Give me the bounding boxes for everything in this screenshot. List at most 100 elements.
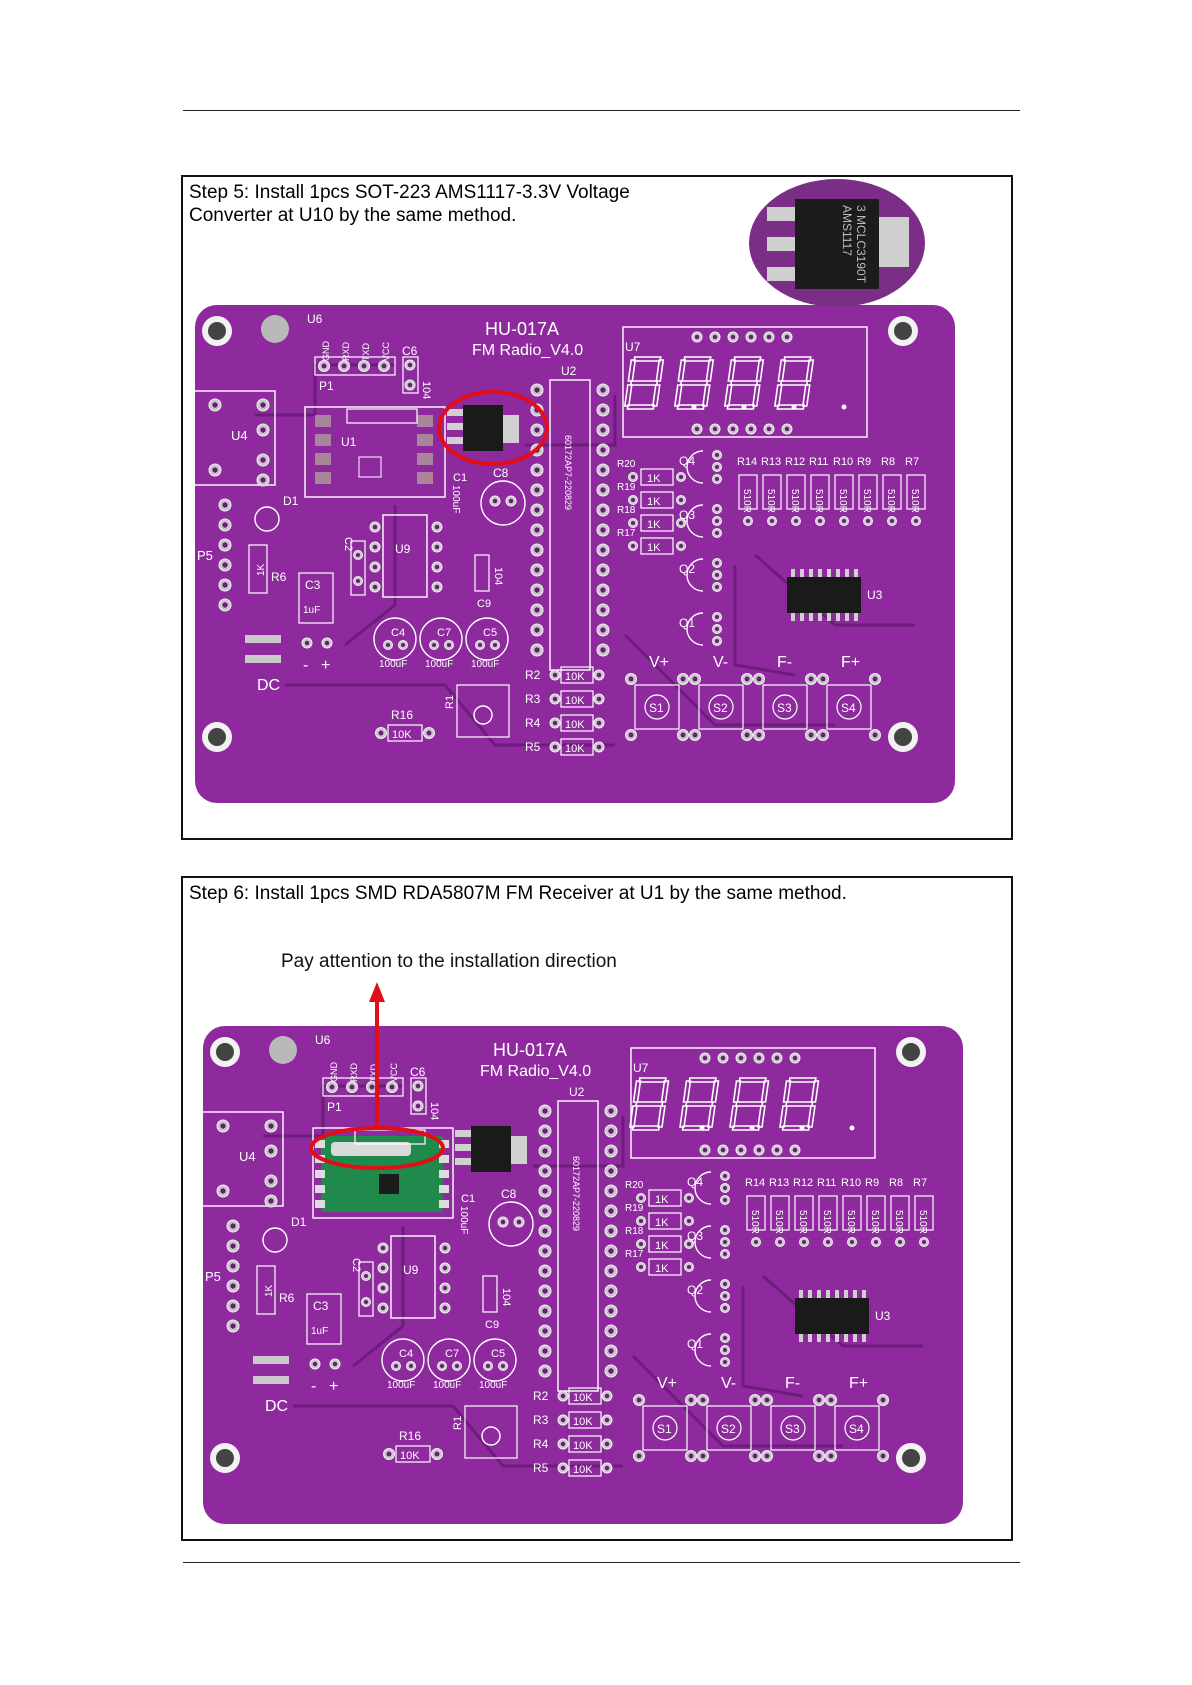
seven-seg-digit bbox=[629, 380, 659, 386]
label-1uF: 1uF bbox=[311, 1326, 328, 1337]
pad-hole bbox=[774, 1055, 780, 1061]
label-R16: R16 bbox=[391, 708, 413, 722]
pad-hole bbox=[774, 1147, 780, 1153]
label-C3: C3 bbox=[313, 1299, 329, 1313]
pad-hole bbox=[434, 1451, 440, 1457]
pad-hole bbox=[897, 1239, 903, 1245]
label-U3: U3 bbox=[875, 1309, 891, 1323]
seven-seg-digit bbox=[657, 1105, 666, 1128]
pad-hole bbox=[426, 730, 432, 736]
seven-seg-digit bbox=[655, 359, 665, 382]
label-switch-top: F- bbox=[777, 654, 792, 671]
switch-outline bbox=[826, 684, 872, 730]
pad-hole bbox=[714, 560, 720, 566]
pad-hole bbox=[260, 402, 266, 408]
label-R1: R1 bbox=[452, 1416, 464, 1430]
label-P5: P5 bbox=[205, 1269, 221, 1284]
label-switch: S4 bbox=[841, 701, 856, 715]
pad-hole bbox=[361, 363, 367, 369]
module-pin bbox=[315, 1140, 325, 1148]
u4-outline bbox=[200, 1111, 284, 1207]
label-U1: U1 bbox=[341, 435, 357, 449]
p1-outline bbox=[322, 1077, 404, 1097]
ams1117-leg bbox=[455, 1144, 471, 1151]
switch-button bbox=[716, 1415, 742, 1441]
u4-outline bbox=[192, 390, 276, 486]
pad-hole bbox=[552, 672, 558, 678]
pad-hole bbox=[600, 467, 606, 473]
pad-hole bbox=[608, 1188, 614, 1194]
screw-post bbox=[269, 1036, 297, 1064]
module-pin bbox=[315, 1200, 325, 1208]
label-P1: P1 bbox=[327, 1100, 342, 1114]
pad-hole bbox=[722, 1293, 728, 1299]
pad-hole bbox=[220, 1188, 226, 1194]
dp-dot bbox=[849, 1125, 855, 1131]
pad-hole bbox=[534, 547, 540, 553]
label-10K: 10K bbox=[565, 743, 585, 755]
pad-hole bbox=[552, 720, 558, 726]
seven-seg-digit bbox=[626, 404, 655, 410]
u3-pin bbox=[844, 1290, 848, 1298]
pad-hole bbox=[756, 1147, 762, 1153]
switch-button bbox=[780, 1415, 806, 1441]
r-outline bbox=[648, 1235, 682, 1253]
pad-hole bbox=[714, 476, 720, 482]
label-U6: U6 bbox=[307, 312, 323, 326]
pad-hole bbox=[542, 1288, 548, 1294]
pad-hole bbox=[596, 744, 602, 750]
seven-seg-digit bbox=[733, 356, 762, 362]
pad-hole bbox=[454, 1363, 460, 1369]
r510-outline bbox=[906, 474, 926, 510]
pad-hole bbox=[714, 638, 720, 644]
q-outline bbox=[686, 612, 704, 646]
pad-hole bbox=[608, 1228, 614, 1234]
label-r-array: R10 bbox=[841, 1177, 861, 1189]
pad-hole bbox=[312, 1361, 318, 1367]
label-100uF: 100uF bbox=[471, 659, 499, 670]
cap-outline bbox=[473, 1338, 517, 1382]
pcb-trace bbox=[754, 553, 915, 627]
label-100uF: 100uF bbox=[450, 485, 461, 513]
pcb-trace bbox=[255, 363, 395, 417]
dp-dot bbox=[841, 404, 847, 410]
pcb-trace bbox=[525, 395, 617, 447]
seven-seg-digit bbox=[688, 1077, 717, 1083]
pad-hole bbox=[738, 1055, 744, 1061]
pad-hole bbox=[560, 1417, 566, 1423]
seven-seg-digit bbox=[705, 359, 715, 382]
pad-hole bbox=[534, 507, 540, 513]
label-510R: 510R bbox=[909, 489, 920, 513]
label-U3: U3 bbox=[867, 588, 883, 602]
label-r-small: R19 bbox=[625, 1203, 644, 1214]
label-C1: C1 bbox=[461, 1193, 475, 1205]
seven-seg-digit bbox=[779, 380, 809, 386]
label-r-small: R18 bbox=[625, 1226, 644, 1237]
label-r: R2 bbox=[533, 1389, 549, 1403]
u1-smd-pad bbox=[417, 434, 433, 446]
u3-pin bbox=[862, 1334, 866, 1342]
pad-hole bbox=[321, 363, 327, 369]
label-104-c9: 104 bbox=[500, 1288, 512, 1306]
u3-pin bbox=[862, 1290, 866, 1298]
pad-hole bbox=[808, 676, 814, 682]
seven-seg-digit bbox=[623, 384, 633, 407]
label-100uF: 100uF bbox=[479, 1380, 507, 1391]
u1-smd-pad bbox=[417, 472, 433, 484]
pad-hole bbox=[600, 647, 606, 653]
pad-hole bbox=[720, 1055, 726, 1061]
pad-hole bbox=[686, 1241, 692, 1247]
label-switch: S1 bbox=[649, 701, 664, 715]
pad-hole bbox=[560, 1441, 566, 1447]
pad-hole bbox=[407, 362, 413, 368]
pad-hole bbox=[828, 1397, 834, 1403]
pad-hole bbox=[678, 474, 684, 480]
pad-hole bbox=[446, 642, 452, 648]
u9-outline bbox=[390, 1235, 436, 1319]
seven-seg-digit bbox=[773, 384, 783, 407]
r-outline bbox=[640, 514, 674, 532]
label-C6: C6 bbox=[402, 344, 418, 358]
u1-smd-pad bbox=[315, 472, 331, 484]
pad-hole bbox=[849, 1239, 855, 1245]
pad-hole bbox=[341, 363, 347, 369]
